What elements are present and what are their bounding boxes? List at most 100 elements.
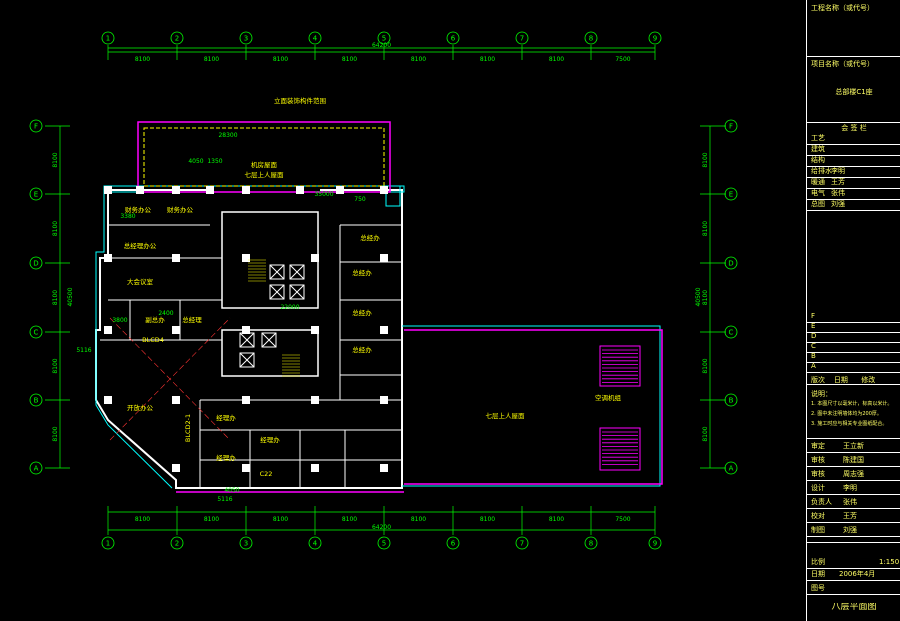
axis-bubble-top-2 xyxy=(170,31,184,45)
axis-bubble-right-1 xyxy=(724,119,738,133)
dim-misc-6: 3800 xyxy=(112,317,127,324)
axis-label-left-1: F xyxy=(34,123,38,131)
column xyxy=(172,186,180,194)
axis-label-left-5: B xyxy=(34,397,39,405)
dim-misc-10: 22000 xyxy=(280,304,299,311)
tb-drawing-no: 图号 xyxy=(811,584,825,592)
tb-role-label: 审核 xyxy=(811,470,825,478)
axis-label-top-3: 3 xyxy=(244,35,248,43)
tb-revision-6: A xyxy=(811,362,816,370)
column xyxy=(311,254,319,262)
column xyxy=(242,254,250,262)
tb-role-7: 制图 刘强 xyxy=(807,526,900,535)
tb-role-label: 制图 xyxy=(811,526,825,534)
tb-note-3: 3. 施工时应与相关专业图纸配合。 xyxy=(811,421,888,427)
axis-label-right-2: E xyxy=(729,191,733,199)
dims-top-2: 8100 xyxy=(204,56,219,63)
column xyxy=(172,396,180,404)
axis-label-right-4: C xyxy=(729,329,734,337)
tb-role-label: 审定 xyxy=(811,442,825,450)
axis-bubble-top-6 xyxy=(446,31,460,45)
secondary-walls xyxy=(95,185,661,489)
tb-role-name: 周志强 xyxy=(843,470,864,478)
column xyxy=(296,186,304,194)
axis-bubble-bottom-5 xyxy=(377,536,391,550)
room-annex-label: 立面装饰构件范围 xyxy=(274,96,326,105)
column xyxy=(242,396,250,404)
dims-top-3: 8100 xyxy=(273,56,288,63)
room-equipment: 空调机组 xyxy=(595,393,622,402)
tb-rev-header: 版次 日期 修改 xyxy=(807,376,900,385)
column xyxy=(380,396,388,404)
column xyxy=(104,186,112,194)
dims-right-2: 8100 xyxy=(702,221,709,236)
room-labels: 立面装饰构件范围 机房屋面 七层上人屋面 财务办公 财务办公 总经理办公 大会议… xyxy=(124,96,622,478)
tb-revision-2: E xyxy=(811,322,816,330)
dim-misc-11: 750 xyxy=(354,196,366,203)
tb-revision-5: B xyxy=(811,352,816,360)
column xyxy=(136,186,144,194)
column xyxy=(380,464,388,472)
room-office-1: 副总办 xyxy=(145,315,165,324)
tb-signoff-header: 会 签 栏 xyxy=(841,124,867,132)
core-elevators xyxy=(239,264,305,368)
axis-label-top-9: 9 xyxy=(653,35,657,43)
axis-label-top-7: 7 xyxy=(520,35,524,43)
dims-left-3: 8100 xyxy=(52,290,59,305)
room-office-w: 总经理办公 xyxy=(124,241,157,250)
tb-discipline-1: 工艺 xyxy=(807,134,900,143)
dims-bottom-2: 8100 xyxy=(204,516,219,523)
tb-scale-label: 比例 xyxy=(811,558,825,566)
dims-bottom-7: 8100 xyxy=(549,516,564,523)
tb-revision-4: C xyxy=(811,342,816,350)
column xyxy=(242,186,250,194)
axis-bubble-top-8 xyxy=(584,31,598,45)
axis-label-right-5: B xyxy=(729,397,734,405)
column xyxy=(172,464,180,472)
column xyxy=(380,254,388,262)
dims-bottom-5: 8100 xyxy=(411,516,426,523)
axis-label-right-6: A xyxy=(729,465,734,473)
tb-revision-3: D xyxy=(811,332,817,340)
axis-bubble-bottom-9 xyxy=(648,536,662,550)
dims-top-7: 8100 xyxy=(549,56,564,63)
dim-misc-8: 4050 xyxy=(224,487,239,494)
axis-label-top-4: 4 xyxy=(313,35,318,43)
column xyxy=(242,464,250,472)
room-office-s2: 经理办 xyxy=(260,435,280,444)
dims-top-1: 8100 xyxy=(135,56,150,63)
label-blcd2: BLCD2-1 xyxy=(184,414,192,442)
tb-date-value: 2006年4月 xyxy=(839,570,876,578)
room-office-s1: 经理办 xyxy=(216,413,236,422)
tb-discipline-label: 建筑 xyxy=(811,145,825,153)
tb-role-3: 审核 周志强 xyxy=(807,470,900,479)
tb-role-4: 设计李明 xyxy=(807,484,900,493)
axis-label-bottom-2: 2 xyxy=(175,540,179,548)
column xyxy=(104,254,112,262)
axis-bubble-left-1 xyxy=(29,119,43,133)
tb-rev-header-2: 日期 xyxy=(833,376,848,384)
axis-label-right-1: F xyxy=(729,123,733,131)
tb-discipline-5: 暖通王芳 xyxy=(807,178,900,187)
label-c22: C22 xyxy=(260,470,273,478)
tb-note-2: 2. 图中未注明墙体均为200厚。 xyxy=(811,411,882,417)
tb-role-name: 王立新 xyxy=(843,442,864,450)
axis-bubble-right-6 xyxy=(724,461,738,475)
room-office-s3: 经理办 xyxy=(216,453,236,462)
dims-right-5: 8100 xyxy=(702,426,709,441)
dims-left-1: 8100 xyxy=(52,152,59,167)
dims-right-4: 8100 xyxy=(702,358,709,373)
axis-bubble-top-3 xyxy=(239,31,253,45)
tb-role-name: 陈建国 xyxy=(843,456,864,464)
tb-discipline-label: 电气 xyxy=(811,189,825,197)
tb-discipline-name: 刘强 xyxy=(831,200,845,208)
room-office-2: 总经理 xyxy=(182,315,202,324)
axis-label-top-1: 1 xyxy=(106,35,110,43)
axis-bubble-bottom-1 xyxy=(101,536,115,550)
tb-role-name: 刘强 xyxy=(843,526,857,534)
axis-label-bottom-9: 9 xyxy=(653,540,657,548)
dims-left-4: 8100 xyxy=(52,358,59,373)
axis-label-bottom-6: 6 xyxy=(451,540,456,548)
tb-role-label: 审核 xyxy=(811,456,825,464)
